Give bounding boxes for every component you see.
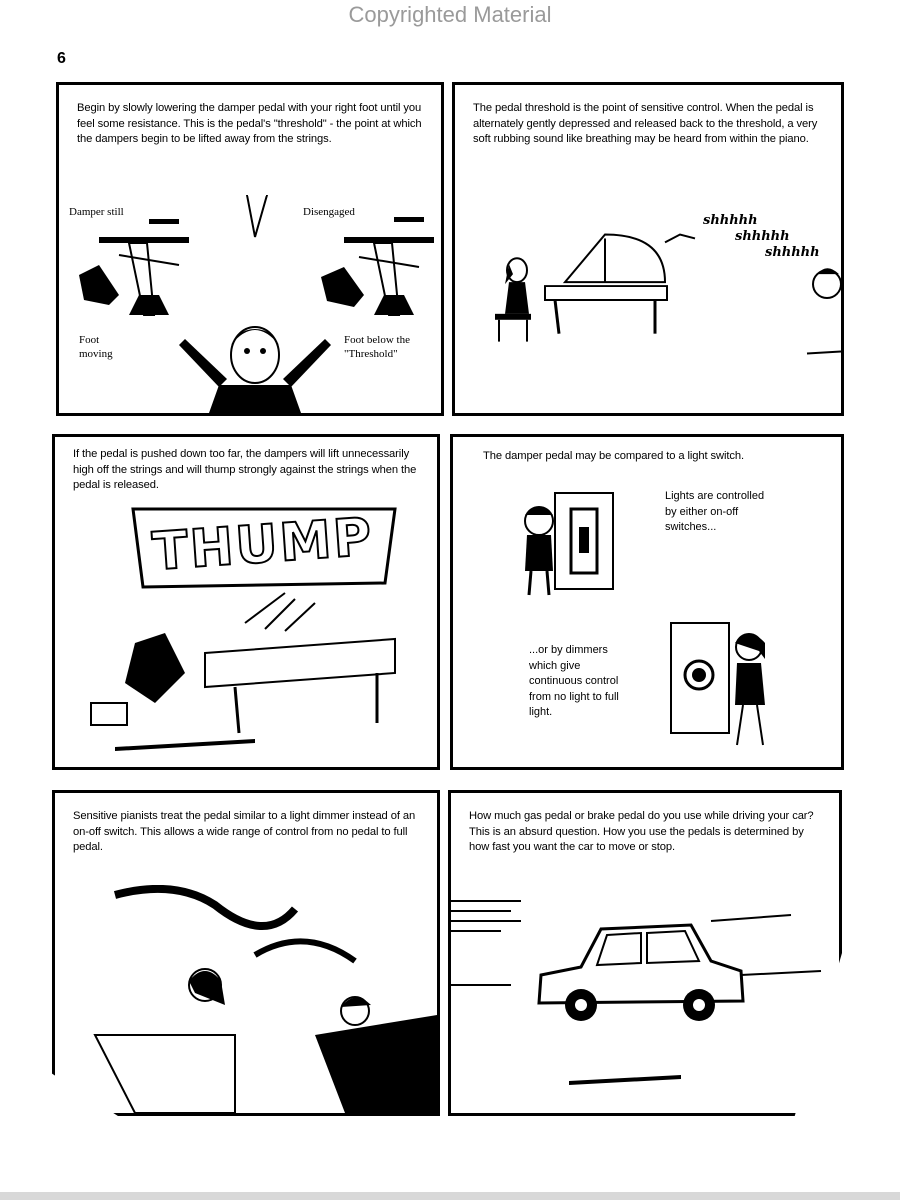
label-damper-still: Damper still: [69, 206, 124, 218]
damper-drawing: [59, 195, 441, 413]
panel-caption: Sensitive pianists treat the pedal simil…: [55, 793, 437, 887]
comic-panel-threshold-control: The pedal threshold is the point of sens…: [452, 82, 844, 416]
thump-drawing: [55, 503, 437, 767]
panel-caption: If the pedal is pushed down too far, the…: [55, 437, 437, 505]
thump-illustration: [55, 503, 437, 767]
car-drawing: [451, 885, 839, 1113]
comic-panel-sensitive-pianists: Sensitive pianists treat the pedal simil…: [52, 790, 440, 1116]
label-foot-below-threshold: Foot below the "Threshold": [344, 334, 410, 360]
piano-player-drawing: [455, 175, 841, 413]
panel-caption: How much gas pedal or brake pedal do you…: [451, 793, 839, 887]
car-illustration: [451, 885, 839, 1113]
label-foot-moving: Foot moving: [79, 334, 113, 360]
comic-panel-car-pedals: How much gas pedal or brake pedal do you…: [448, 790, 842, 1116]
panel-caption: The pedal threshold is the point of sens…: [455, 85, 841, 177]
comic-panel-threshold-intro: Begin by slowly lowering the damper peda…: [56, 82, 444, 416]
comic-panel-thump: If the pedal is pushed down too far, the…: [52, 434, 440, 770]
dimmer-description: ...or by dimmers which give continuous c…: [529, 644, 619, 718]
light-switch-drawing: [453, 475, 841, 767]
comic-panel-light-switch: The damper pedal may be compared to a li…: [450, 434, 844, 770]
light-switch-illustration: [453, 475, 841, 767]
page-bottom-bar: [0, 1192, 900, 1200]
switch-description: Lights are controlled by either on-off s…: [665, 490, 765, 533]
sound-shh-3: shhhhh: [765, 245, 820, 260]
sound-shh-1: shhhhh: [703, 213, 758, 228]
copyright-watermark: Copyrighted Material: [348, 2, 552, 27]
piano-player-illustration: [455, 175, 841, 413]
panel-caption: The damper pedal may be compared to a li…: [453, 437, 841, 477]
panel-caption: Begin by slowly lowering the damper peda…: [59, 85, 441, 197]
pianist-music-illustration: [55, 885, 437, 1113]
page-number: 6: [57, 50, 66, 67]
label-disengaged: Disengaged: [303, 206, 355, 218]
pianist-music-drawing: [55, 885, 437, 1113]
damper-illustration: [59, 195, 441, 413]
sound-shh-2: shhhhh: [735, 229, 790, 244]
